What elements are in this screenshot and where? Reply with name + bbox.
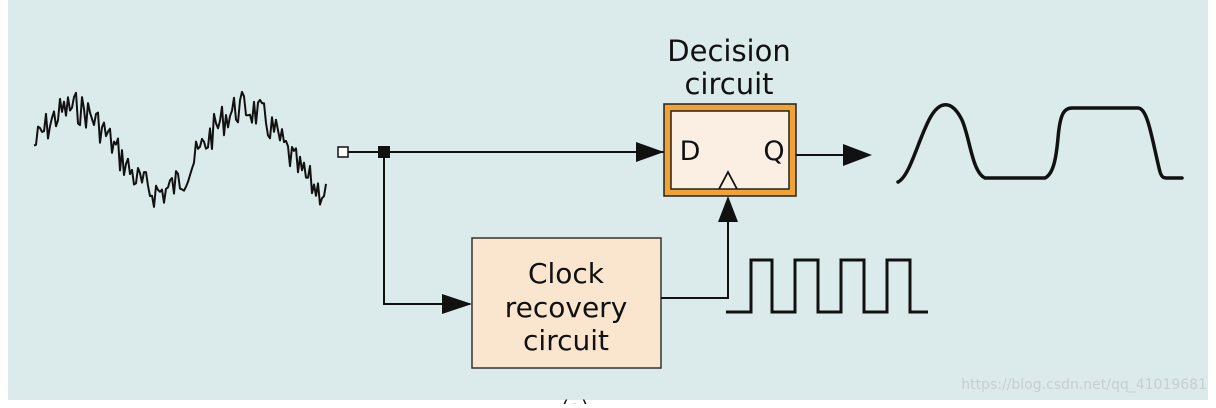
clock-recovery-label-line3: circuit — [523, 324, 609, 357]
arrow-to-clock-recovery — [442, 294, 472, 314]
arrow-to-d-input — [636, 142, 664, 162]
output-arrow — [843, 144, 872, 166]
clock-waveform — [726, 258, 928, 314]
decision-title-line1: Decision — [667, 34, 790, 68]
arrow-to-clock-input — [718, 196, 738, 222]
decision-title-line2: circuit — [684, 67, 773, 101]
branch-node — [378, 146, 390, 158]
caption: (a) — [561, 396, 589, 404]
decision-port-d: D — [680, 136, 701, 167]
clock-line-to-decision — [661, 222, 729, 299]
clock-input-triangle — [718, 170, 738, 190]
decision-port-q: Q — [763, 136, 784, 167]
branch-line-to-clock-recovery — [383, 158, 470, 305]
clock-recovery-box — [471, 237, 662, 369]
noisy-input-signal — [33, 90, 327, 208]
watermark: https://blog.csdn.net/qq_41019681 — [961, 377, 1207, 393]
output-waveform — [896, 103, 1184, 184]
input-terminal — [337, 146, 349, 158]
clock-recovery-label-line2: recovery — [505, 291, 628, 324]
clock-recovery-label-line1: Clock — [528, 257, 605, 290]
